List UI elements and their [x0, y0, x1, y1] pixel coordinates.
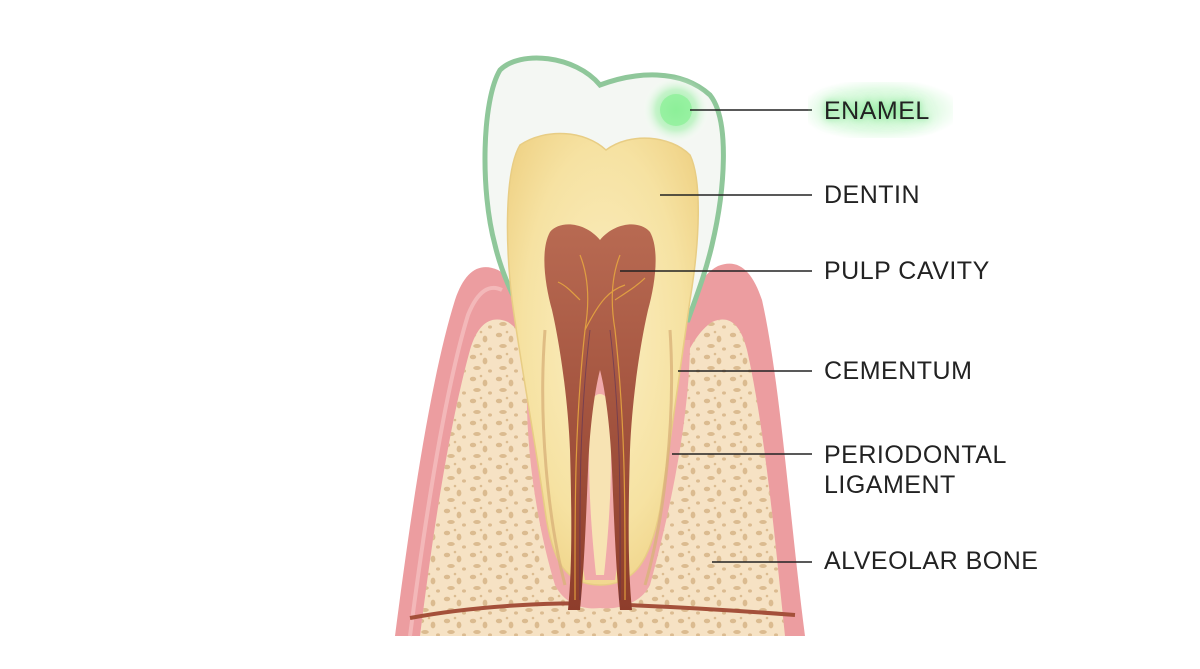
pulp-cavity: [544, 224, 656, 610]
pulp-nerves: [557, 254, 646, 601]
label-periodontal-line2: LIGAMENT: [824, 471, 956, 499]
leader-lines: [620, 109, 812, 563]
label-cementum: CEMENTUM: [824, 357, 973, 385]
label-dentin: DENTIN: [824, 181, 921, 209]
cementum-layer: [541, 329, 674, 586]
enamel-label-glow: [808, 82, 953, 138]
label-alveolar-bone: ALVEOLAR BONE: [824, 547, 1039, 575]
label-pulp-cavity: PULP CAVITY: [824, 257, 990, 285]
label-enamel: ENAMEL: [824, 97, 930, 125]
label-periodontal-line1: PERIODONTAL: [824, 441, 1007, 469]
